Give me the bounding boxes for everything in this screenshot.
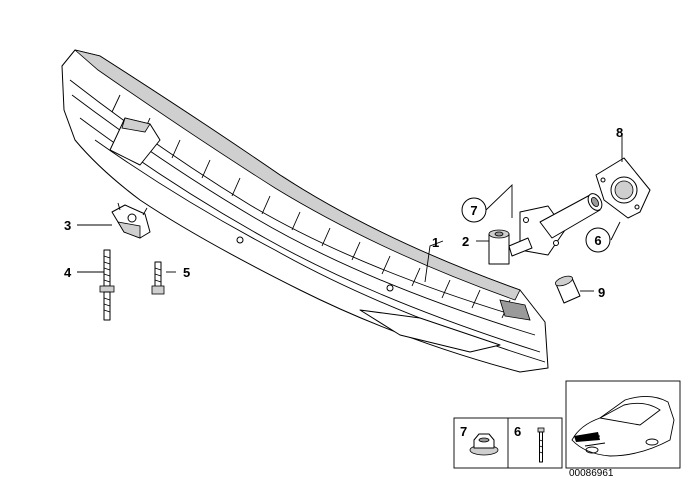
callout-7: 7 (470, 203, 477, 218)
callout-4: 4 (64, 265, 72, 280)
callout-6-circle (585, 227, 611, 253)
cap-part-9 (555, 275, 581, 304)
bolt-part-4 (99, 249, 115, 321)
bushing-part-2 (488, 229, 510, 265)
bumper-carrier (61, 49, 549, 373)
legend-box: 7 6 (453, 417, 563, 469)
bolt-part-5 (151, 261, 165, 295)
mounting-flange-assembly (508, 193, 603, 257)
callout-7-circle (461, 197, 487, 223)
callout-8: 8 (616, 125, 623, 140)
leader-lines (77, 135, 623, 292)
thumbnail-frame (565, 380, 681, 469)
document-number: 00086961 (569, 468, 614, 479)
legend-label-7: 7 (460, 424, 467, 439)
legend-label-6: 6 (514, 424, 521, 439)
flange-nut-icon (469, 433, 499, 456)
callout-9: 9 (598, 285, 605, 300)
callout-5: 5 (183, 265, 190, 280)
callout-2: 2 (462, 234, 469, 249)
callout-1: 1 (432, 235, 439, 250)
bracket-part-3 (111, 202, 151, 239)
callout-6: 6 (594, 233, 601, 248)
gasket-part-8 (595, 157, 651, 219)
car-thumbnail (565, 380, 681, 469)
small-bolt-icon (537, 427, 545, 463)
callout-3: 3 (64, 218, 71, 233)
